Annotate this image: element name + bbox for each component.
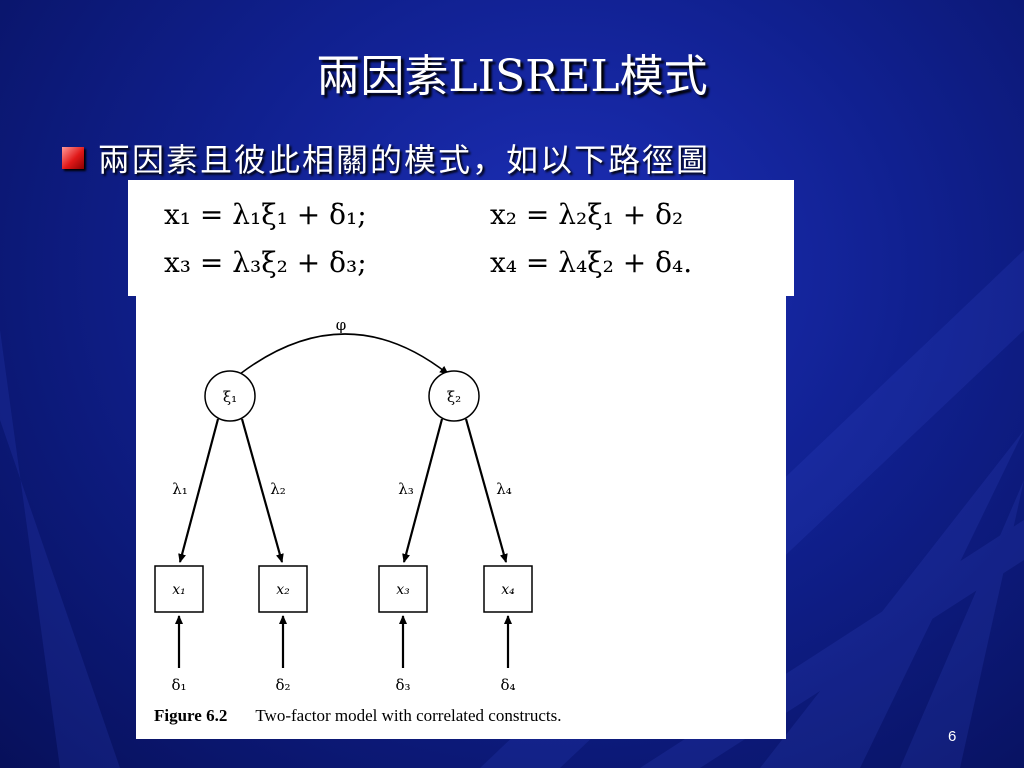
path-diagram-figure: φ ξ₁ ξ₂ λ₁ λ₂ λ₃ λ₄ x₁ x₂ x₃ x₄ δ₁ δ₂ δ₃…	[136, 296, 786, 739]
equation-box: x₁ = λ₁ξ₁ + δ₁; x₂ = λ₂ξ₁ + δ₂ x₃ = λ₃ξ₂…	[128, 180, 794, 296]
bullet-text: 兩因素且彼此相關的模式，如以下路徑圖	[98, 141, 711, 179]
loading-path-1	[178, 418, 220, 563]
loading-path-3	[402, 418, 444, 563]
correlation-arc	[231, 333, 449, 383]
figure-caption: Figure 6.2 Two-factor model with correlat…	[154, 706, 561, 726]
indicator-x4-label: x₄	[501, 582, 515, 598]
phi-label: φ	[336, 316, 347, 334]
error-label-3: δ₃	[395, 676, 410, 694]
loading-label-1: λ₁	[172, 480, 188, 498]
figure-caption-text: Two-factor model with correlated constru…	[255, 706, 562, 725]
indicator-x4-box	[483, 565, 533, 613]
loading-label-3: λ₃	[398, 480, 414, 498]
indicator-x2-label: x₂	[276, 582, 290, 598]
error-label-2: δ₂	[275, 676, 290, 694]
loading-path-4	[464, 418, 508, 563]
path-diagram: φ ξ₁ ξ₂ λ₁ λ₂ λ₃ λ₄ x₁ x₂ x₃ x₄ δ₁ δ₂ δ₃…	[154, 316, 533, 694]
figure-caption-label: Figure 6.2	[154, 706, 228, 725]
indicator-x1-box	[154, 565, 204, 613]
bullet-item: 兩因素且彼此相關的模式，如以下路徑圖	[62, 136, 710, 180]
indicator-x3-box	[378, 565, 428, 613]
bullet-marker	[62, 147, 84, 169]
indicator-x1-label: x₁	[172, 582, 186, 598]
equation-x2: x₂ = λ₂ξ₁ + δ₂	[490, 198, 684, 231]
error-label-1: δ₁	[171, 676, 186, 694]
page-number: 6	[948, 728, 957, 745]
equation-x4: x₄ = λ₄ξ₂ + δ₄.	[490, 246, 693, 279]
factor-xi1-circle	[204, 370, 256, 422]
factor-xi2-circle	[428, 370, 480, 422]
loading-path-2	[240, 418, 284, 563]
loading-label-4: λ₄	[496, 480, 512, 498]
indicator-x3-label: x₃	[396, 582, 410, 598]
slide-title: 兩因素LISREL模式	[316, 51, 708, 102]
error-label-4: δ₄	[500, 676, 515, 694]
indicator-x2-box	[258, 565, 308, 613]
equation-x1: x₁ = λ₁ξ₁ + δ₁;	[164, 198, 367, 231]
equation-x3: x₃ = λ₃ξ₂ + δ₃;	[164, 246, 367, 279]
factor-xi1-label: ξ₁	[223, 388, 237, 406]
factor-xi2-label: ξ₂	[447, 388, 461, 406]
loading-label-2: λ₂	[270, 480, 286, 498]
